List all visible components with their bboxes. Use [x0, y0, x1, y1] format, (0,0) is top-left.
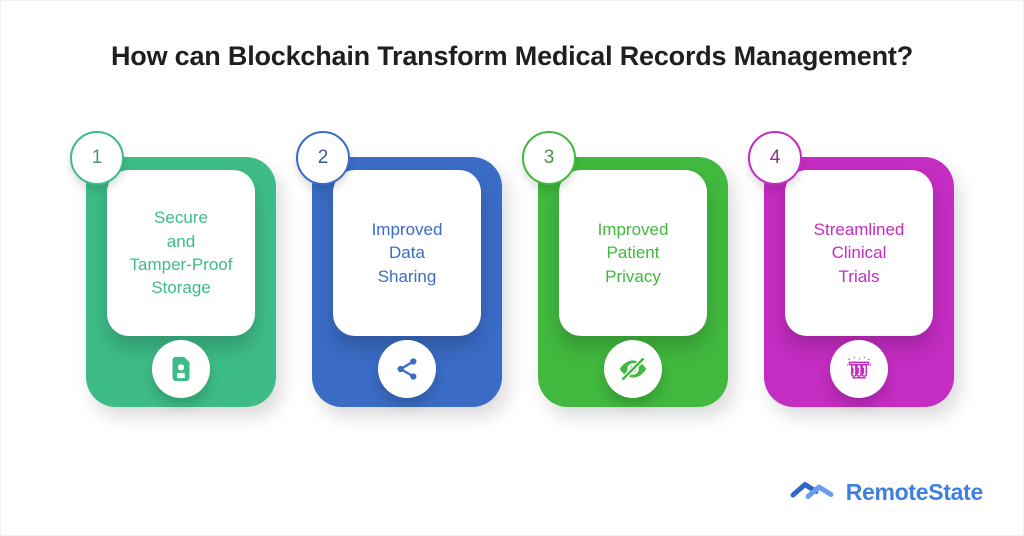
step-2-badge: 2	[296, 131, 350, 185]
step-4-badge: 4	[748, 131, 802, 185]
step-3-badge: 3	[522, 131, 576, 185]
page-title: How can Blockchain Transform Medical Rec…	[110, 41, 913, 71]
card-label: Improved Data Sharing	[371, 219, 443, 286]
step-number: 2	[317, 147, 329, 168]
icon-circle	[378, 340, 436, 398]
card-label: Improved Patient Privacy	[597, 219, 669, 286]
card-label-panel: Secure and Tamper-Proof Storage	[107, 170, 255, 336]
icon-circle	[830, 340, 888, 398]
step-1-badge: 1	[70, 131, 124, 185]
file-icon	[166, 354, 196, 384]
eye-off-icon	[617, 353, 649, 385]
remotestate-logo-icon	[788, 475, 836, 510]
step-number: 1	[91, 147, 103, 168]
brand-name: RemoteState	[845, 479, 984, 505]
share-icon	[393, 355, 421, 383]
card-label: Streamlined Clinical Trials	[813, 219, 905, 286]
brand-logo: RemoteState	[788, 475, 983, 510]
icon-circle	[152, 340, 210, 398]
card-label-panel: Improved Data Sharing	[333, 170, 481, 336]
icon-circle	[604, 340, 662, 398]
card-label-panel: Streamlined Clinical Trials	[785, 170, 933, 336]
card-label-panel: Improved Patient Privacy	[559, 170, 707, 336]
card-secure-storage: 1 Secure and Tamper-Proof Storage	[70, 131, 276, 407]
card-data-sharing: 2 Improved Data Sharing	[296, 131, 502, 407]
test-tubes-icon	[843, 353, 875, 385]
step-number: 3	[543, 147, 555, 168]
card-patient-privacy: 3 Improved Patient Privacy	[522, 131, 728, 407]
card-label: Secure and Tamper-Proof Storage	[129, 208, 233, 298]
step-number: 4	[769, 147, 781, 168]
card-clinical-trials: 4 Streamlined Clinical Trials	[748, 131, 954, 407]
